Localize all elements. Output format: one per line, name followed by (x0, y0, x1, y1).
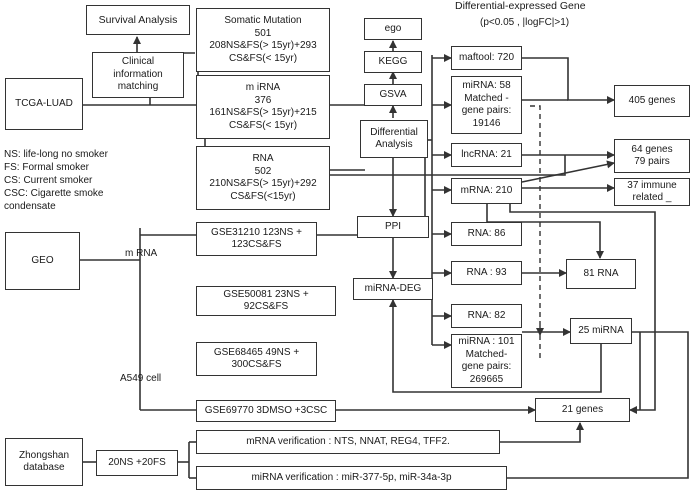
mrna-verification-box: mRNA verification : NTS, NNAT, REG4, TFF… (196, 430, 500, 454)
somatic-mutation-box: Somatic Mutation 501 208NS&FS(> 15yr)+29… (196, 8, 330, 72)
connector-mirna58-dashed (530, 105, 541, 323)
pairs-box: 64 genes 79 pairs (614, 139, 690, 173)
ppi-box: PPI (357, 216, 429, 238)
cohort-box: 20NS +20FS (96, 450, 178, 476)
deg-title: Differential-expressed Gene (455, 0, 586, 12)
gse31210-box: GSE31210 123NS + 123CS&FS (196, 222, 317, 256)
connector-mirnaver-25mirna (507, 331, 689, 479)
connector-mrna-21genes (509, 204, 656, 414)
database-label: database (23, 462, 65, 473)
geo-label: GEO (31, 254, 54, 266)
gse68465-box: GSE68465 49NS + 300CS&FS (196, 342, 317, 376)
connector-mrnaver-21genes (500, 422, 584, 443)
mirna101-box: miRNA : 101 Matched- gene pairs: 269665 (451, 334, 522, 388)
zhongshan-label: Zhongshan (18, 449, 70, 461)
connector-maftool-405 (522, 57, 615, 104)
connector-mrna-pairs (521, 160, 615, 183)
immune-box: 37 immune related _ (614, 178, 690, 206)
mirna-verification-box: miRNA verification : miR-377-5p, miR-34a… (196, 466, 507, 490)
rna81-box: 81 RNA (566, 259, 636, 289)
survival-analysis-label: Survival Analysis (98, 13, 178, 26)
connector-25mirna-loop (389, 299, 602, 393)
mirna25-box: 25 miRNA (570, 318, 632, 344)
rna86-box: RNA: 86 (451, 222, 522, 246)
geo-box: GEO (5, 232, 80, 290)
deg-threshold: (p<0.05 , |logFC|>1) (480, 17, 570, 28)
mrna210-box: mRNA: 210 (451, 178, 522, 204)
zhongshan-database-box: Zhongshan database (5, 438, 83, 486)
gse69770-box: GSE69770 3DMSO +3CSC (196, 400, 336, 422)
genes405-box: 405 genes (614, 85, 690, 117)
kegg-box: KEGG (364, 51, 422, 73)
lncrna-box: lncRNA: 21 (451, 143, 522, 167)
survival-analysis-box: Survival Analysis (86, 5, 190, 35)
connector-rna-tcga-pairs (285, 155, 566, 176)
mirna-set-box: m iRNA 376 161NS&FS(> 15yr)+215 CS&FS(< … (196, 75, 330, 139)
ego-box: ego (364, 18, 422, 40)
rna82-box: RNA: 82 (451, 304, 522, 328)
abbreviation-legend: NS: life-long no smoker FS: Formal smoke… (4, 149, 108, 212)
geo-mrna-label: m RNA (125, 248, 158, 259)
mirna58-box: miRNA: 58 Matched - gene pairs: 19146 (451, 76, 522, 134)
gse50081-box: GSE50081 23NS + 92CS&FS (196, 286, 336, 316)
clinical-matching-box: Clinical information matching (92, 52, 184, 98)
connector-mrna-81rna (486, 204, 604, 259)
rna-set-box: RNA 502 210NS&FS(> 15yr)+292 CS&FS(<15yr… (196, 146, 330, 210)
mirna-deg-box: miRNA-DEG (353, 278, 433, 300)
tcga-luad-label: TCGA-LUAD (15, 97, 73, 109)
rna93-box: RNA : 93 (451, 261, 522, 285)
gsva-box: GSVA (364, 84, 422, 106)
maftool-box: maftool: 720 (451, 46, 522, 70)
genes21-box: 21 genes (535, 398, 630, 422)
differential-analysis-box: Differential Analysis (360, 120, 428, 158)
tcga-luad-box: TCGA-LUAD (5, 78, 83, 130)
geo-a549-label: A549 cell (120, 373, 162, 384)
